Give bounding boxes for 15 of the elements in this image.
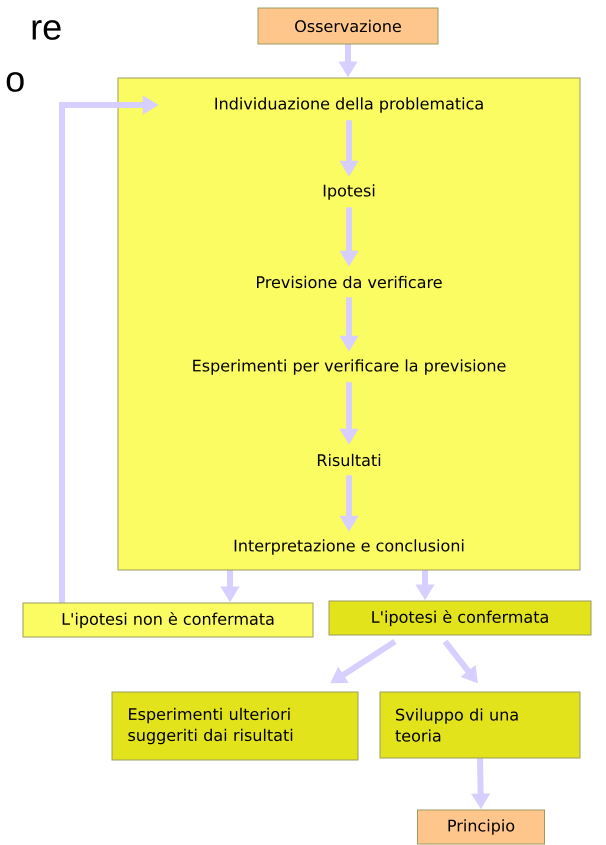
- step-text: Previsione da verificare: [257, 276, 442, 288]
- step-text: Risultati: [318, 454, 380, 466]
- process-box: Osservazione: [258, 8, 438, 44]
- process-box: Principio: [417, 810, 545, 844]
- process-box: Esperimenti ulteriori suggeriti dai risultati: [112, 692, 358, 760]
- step-text: Individuazione della problematica: [215, 97, 483, 113]
- step-text: Esperimenti per verificare la previsione: [193, 359, 506, 375]
- group-box: [118, 78, 580, 570]
- step-text: Ipotesi: [324, 184, 374, 200]
- process-box: L'ipotesi non è confermata: [22, 602, 314, 638]
- process-box: Sviluppo di una teoria: [380, 692, 580, 758]
- process-box: L'ipotesi è confermata: [328, 600, 592, 636]
- slide-text: re: [32, 20, 61, 40]
- slide-text: o: [6, 72, 24, 92]
- step-text: Interpretazione e conclusioni: [234, 539, 464, 555]
